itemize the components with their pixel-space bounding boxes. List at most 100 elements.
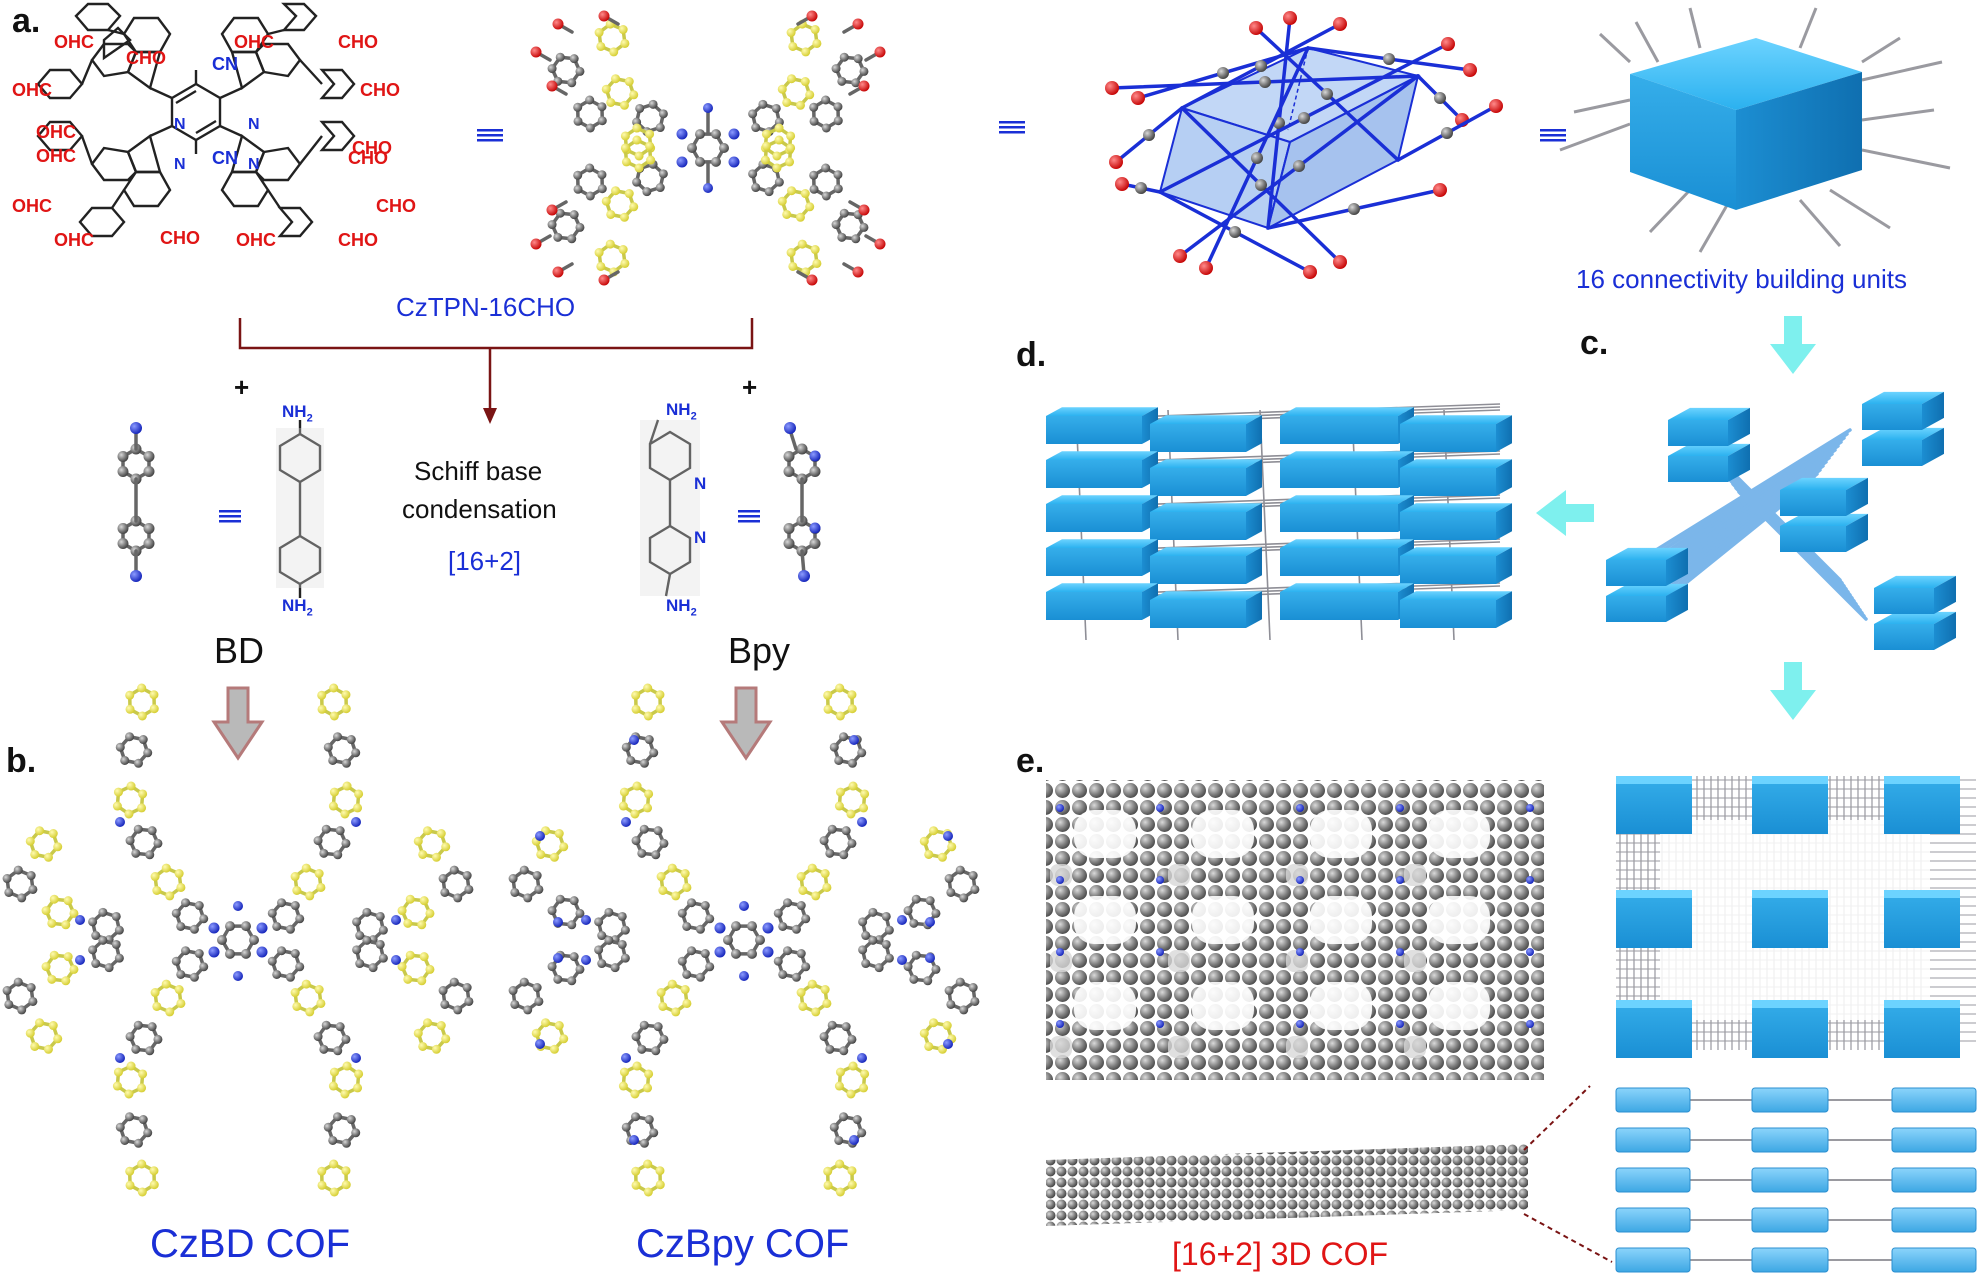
cube-top bbox=[1280, 407, 1414, 416]
pore bbox=[1310, 810, 1372, 858]
layer-bar bbox=[1752, 1168, 1828, 1192]
layer-bar bbox=[1752, 1208, 1828, 1232]
atom bbox=[847, 1035, 856, 1044]
atom bbox=[656, 1180, 665, 1189]
atom bbox=[134, 1139, 143, 1148]
atom bbox=[148, 1022, 157, 1031]
atom bbox=[836, 788, 845, 797]
atom bbox=[574, 117, 583, 126]
atom bbox=[149, 690, 158, 699]
cube-front bbox=[1874, 624, 1934, 650]
atom bbox=[811, 245, 820, 254]
atom bbox=[162, 980, 171, 989]
atom bbox=[920, 1029, 929, 1038]
atom bbox=[17, 1005, 26, 1014]
atom bbox=[969, 983, 978, 992]
atom bbox=[682, 883, 691, 892]
cube-top bbox=[1046, 451, 1158, 460]
atom bbox=[351, 1053, 361, 1063]
atom bbox=[729, 129, 740, 140]
atom bbox=[130, 570, 142, 582]
bd-nh2-top: NH2 bbox=[282, 402, 313, 424]
atom bbox=[644, 711, 653, 720]
atom bbox=[625, 77, 634, 86]
atom bbox=[834, 756, 843, 765]
atom bbox=[1526, 876, 1534, 884]
atom bbox=[126, 1181, 135, 1190]
atom bbox=[291, 872, 300, 881]
atom bbox=[630, 809, 639, 818]
atom bbox=[42, 962, 51, 971]
atom bbox=[643, 1083, 652, 1092]
atom bbox=[305, 891, 314, 900]
atom bbox=[599, 275, 610, 286]
atom bbox=[909, 919, 918, 928]
atom bbox=[567, 976, 576, 985]
atom bbox=[547, 81, 558, 92]
atom bbox=[342, 1180, 351, 1189]
atom bbox=[209, 923, 220, 934]
atom bbox=[621, 926, 630, 935]
atom bbox=[835, 1160, 844, 1169]
atom bbox=[47, 919, 56, 928]
atom bbox=[195, 901, 204, 910]
atom bbox=[820, 836, 829, 845]
cho-label: OHC bbox=[54, 230, 94, 251]
atom bbox=[143, 523, 154, 534]
atom bbox=[134, 759, 143, 768]
atom bbox=[956, 978, 965, 987]
atom bbox=[181, 946, 190, 955]
atom bbox=[249, 935, 259, 945]
atom bbox=[786, 131, 795, 140]
atom bbox=[533, 983, 542, 992]
atom bbox=[586, 123, 595, 132]
cho-label: OHC bbox=[236, 230, 276, 251]
atom bbox=[138, 1187, 147, 1196]
atom bbox=[909, 975, 918, 984]
atom bbox=[153, 1035, 162, 1044]
atom bbox=[635, 163, 644, 172]
cyan-arrow-down-1 bbox=[1770, 316, 1816, 374]
atom bbox=[640, 759, 649, 768]
atom bbox=[541, 1018, 550, 1027]
atom bbox=[553, 975, 562, 984]
atom bbox=[432, 1045, 441, 1054]
atom bbox=[1283, 11, 1297, 25]
atom bbox=[810, 451, 821, 462]
pore bbox=[1404, 864, 1426, 886]
atom bbox=[643, 1160, 652, 1169]
atom bbox=[765, 187, 774, 196]
atom bbox=[797, 988, 806, 997]
atom bbox=[696, 925, 705, 934]
atom bbox=[772, 163, 781, 172]
cube-top bbox=[1400, 591, 1512, 600]
cube-grid-front-view bbox=[1616, 776, 1976, 1058]
atom bbox=[352, 945, 361, 954]
atom bbox=[1396, 948, 1404, 956]
atom bbox=[316, 999, 325, 1008]
atom bbox=[644, 1069, 653, 1078]
atom bbox=[573, 103, 582, 112]
atom bbox=[882, 940, 891, 949]
atom bbox=[763, 923, 774, 934]
atom bbox=[784, 523, 795, 534]
pore bbox=[1310, 982, 1372, 1030]
atom bbox=[671, 1007, 680, 1016]
cho-label: OHC bbox=[36, 146, 76, 167]
atom bbox=[682, 970, 691, 979]
atom bbox=[324, 743, 333, 752]
atom bbox=[599, 11, 610, 22]
cube-top bbox=[1280, 495, 1414, 504]
atom bbox=[643, 803, 652, 812]
atom bbox=[897, 915, 907, 925]
cube-top bbox=[1400, 503, 1512, 512]
cube-top bbox=[1150, 459, 1262, 468]
atom bbox=[885, 926, 894, 935]
atom bbox=[657, 988, 666, 997]
atom bbox=[328, 756, 337, 765]
cyan-arrow-left bbox=[1536, 490, 1594, 536]
atom bbox=[124, 809, 133, 818]
n-atom-label: N bbox=[248, 156, 260, 174]
atom bbox=[340, 809, 349, 818]
